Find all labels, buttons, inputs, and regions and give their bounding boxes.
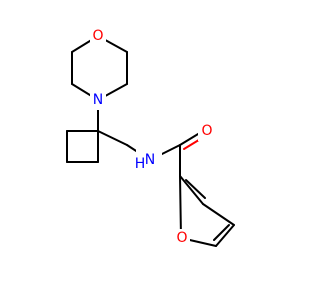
bond-furan-c4-c5-inner [213, 224, 230, 241]
bond-furan-c2-c3-inner [185, 179, 206, 199]
amide-hydrogen-label: H [135, 156, 146, 172]
morpholine-nitrogen-label: N [93, 92, 103, 108]
bond-quaternary-ch2 [97, 130, 128, 146]
bond-furan-c2-c3 [179, 175, 204, 205]
amide-nitrogen-label: N [145, 152, 155, 168]
morpholine-oxygen-label: O [92, 28, 103, 44]
furan-oxygen-mask [174, 229, 190, 249]
atom-label-masks [90, 26, 216, 249]
amide-nitrogen-mask [136, 148, 162, 178]
atom-labels: O N N H O O [92, 28, 212, 246]
bond-furan-c4-c5 [215, 224, 235, 247]
morpholine-oxygen-mask [90, 26, 106, 46]
carbonyl-oxygen-mask [198, 121, 216, 141]
furan-oxygen-label: O [176, 230, 187, 246]
carbonyl-oxygen-label: O [201, 123, 212, 139]
chemical-structure-diagram: O N N H O O [66, 26, 235, 249]
morpholine-nitrogen-mask [90, 90, 106, 110]
bond-furan-c3-c4 [202, 203, 235, 226]
bond-furan-o-c2 [179, 175, 182, 239]
